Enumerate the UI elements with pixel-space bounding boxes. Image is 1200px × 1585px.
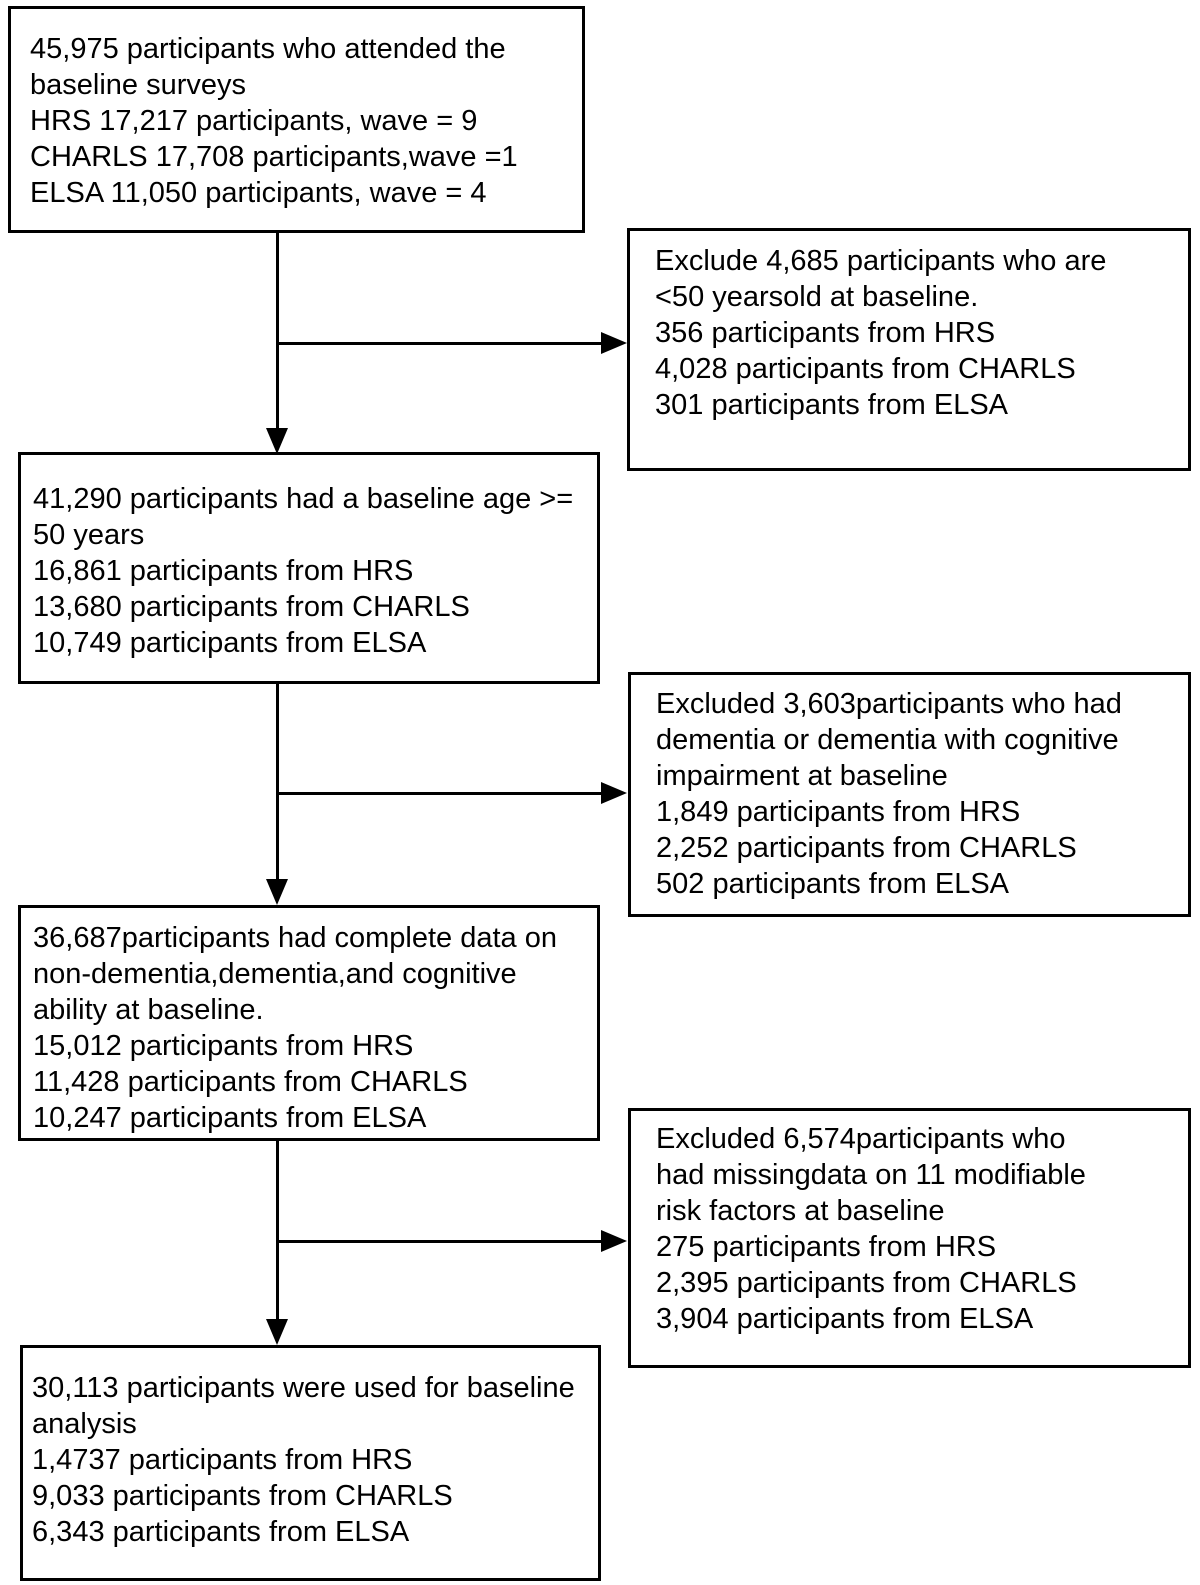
- box-line: 3,904 participants from ELSA: [656, 1303, 1034, 1335]
- flow-box-exclude-missing-data: Excluded 6,574participants who had missi…: [628, 1108, 1191, 1368]
- flow-box-exclude-under-50: Exclude 4,685 participants who are <50 y…: [627, 228, 1191, 471]
- box-line: 16,861 participants from HRS: [33, 555, 414, 587]
- box-line: 9,033 participants from CHARLS: [32, 1480, 453, 1512]
- box-line: analysis: [32, 1408, 137, 1440]
- box-line: HRS 17,217 participants, wave = 9: [30, 105, 478, 137]
- box-line: 2,395 participants from CHARLS: [656, 1267, 1077, 1299]
- flow-box-exclude-dementia: Excluded 3,603participants who had demen…: [628, 672, 1191, 917]
- box-line: <50 yearsold at baseline.: [655, 281, 979, 313]
- box-line: 1,4737 participants from HRS: [32, 1444, 413, 1476]
- box-line: ELSA 11,050 participants, wave = 4: [30, 177, 487, 209]
- box-line: risk factors at baseline: [656, 1195, 945, 1227]
- box-line: Excluded 3,603participants who had: [656, 688, 1122, 720]
- arrow-right-icon: [601, 1230, 627, 1252]
- flow-line-down-3: [276, 1141, 279, 1321]
- box-line: non-dementia,dementia,and cognitive: [33, 958, 517, 990]
- flow-line-branch-1: [277, 342, 603, 345]
- flow-line-down-2: [276, 684, 279, 881]
- box-line: 13,680 participants from CHARLS: [33, 591, 470, 623]
- box-line: 10,247 participants from ELSA: [33, 1102, 427, 1134]
- box-line: 10,749 participants from ELSA: [33, 627, 427, 659]
- box-line: 4,028 participants from CHARLS: [655, 353, 1076, 385]
- flow-box-baseline-surveys: 45,975 participants who attended the bas…: [8, 6, 585, 233]
- box-line: CHARLS 17,708 participants,wave =1: [30, 141, 518, 173]
- arrow-right-icon: [601, 782, 627, 804]
- box-line: 1,849 participants from HRS: [656, 796, 1021, 828]
- box-line: impairment at baseline: [656, 760, 948, 792]
- box-line: 50 years: [33, 519, 145, 551]
- box-line: 502 participants from ELSA: [656, 868, 1010, 900]
- arrow-down-icon: [266, 879, 288, 905]
- box-line: 356 participants from HRS: [655, 317, 996, 349]
- box-line: had missingdata on 11 modifiable: [656, 1159, 1086, 1191]
- box-line: Exclude 4,685 participants who are: [655, 245, 1107, 277]
- flow-box-baseline-age-50: 41,290 participants had a baseline age >…: [18, 452, 600, 684]
- flow-box-baseline-analysis: 30,113 participants were used for baseli…: [20, 1345, 601, 1581]
- box-line: ability at baseline.: [33, 994, 264, 1026]
- box-line: 41,290 participants had a baseline age >…: [33, 483, 574, 515]
- box-line: 275 participants from HRS: [656, 1231, 997, 1263]
- box-line: 36,687participants had complete data on: [33, 922, 557, 954]
- box-line: Excluded 6,574participants who: [656, 1123, 1066, 1155]
- box-line: dementia or dementia with cognitive: [656, 724, 1119, 756]
- box-line: 45,975 participants who attended the: [30, 33, 506, 65]
- arrow-down-icon: [266, 1319, 288, 1345]
- flow-line-branch-2: [277, 792, 603, 795]
- box-line: baseline surveys: [30, 69, 246, 101]
- box-line: 2,252 participants from CHARLS: [656, 832, 1077, 864]
- flow-line-branch-3: [277, 1240, 603, 1243]
- box-line: 6,343 participants from ELSA: [32, 1516, 410, 1548]
- arrow-down-icon: [266, 428, 288, 454]
- box-line: 301 participants from ELSA: [655, 389, 1009, 421]
- box-line: 15,012 participants from HRS: [33, 1030, 414, 1062]
- flow-box-complete-data: 36,687participants had complete data on …: [18, 905, 600, 1141]
- box-line: 30,113 participants were used for baseli…: [32, 1372, 575, 1404]
- flow-line-down-1: [276, 233, 279, 430]
- arrow-right-icon: [601, 332, 627, 354]
- box-line: 11,428 participants from CHARLS: [33, 1066, 468, 1098]
